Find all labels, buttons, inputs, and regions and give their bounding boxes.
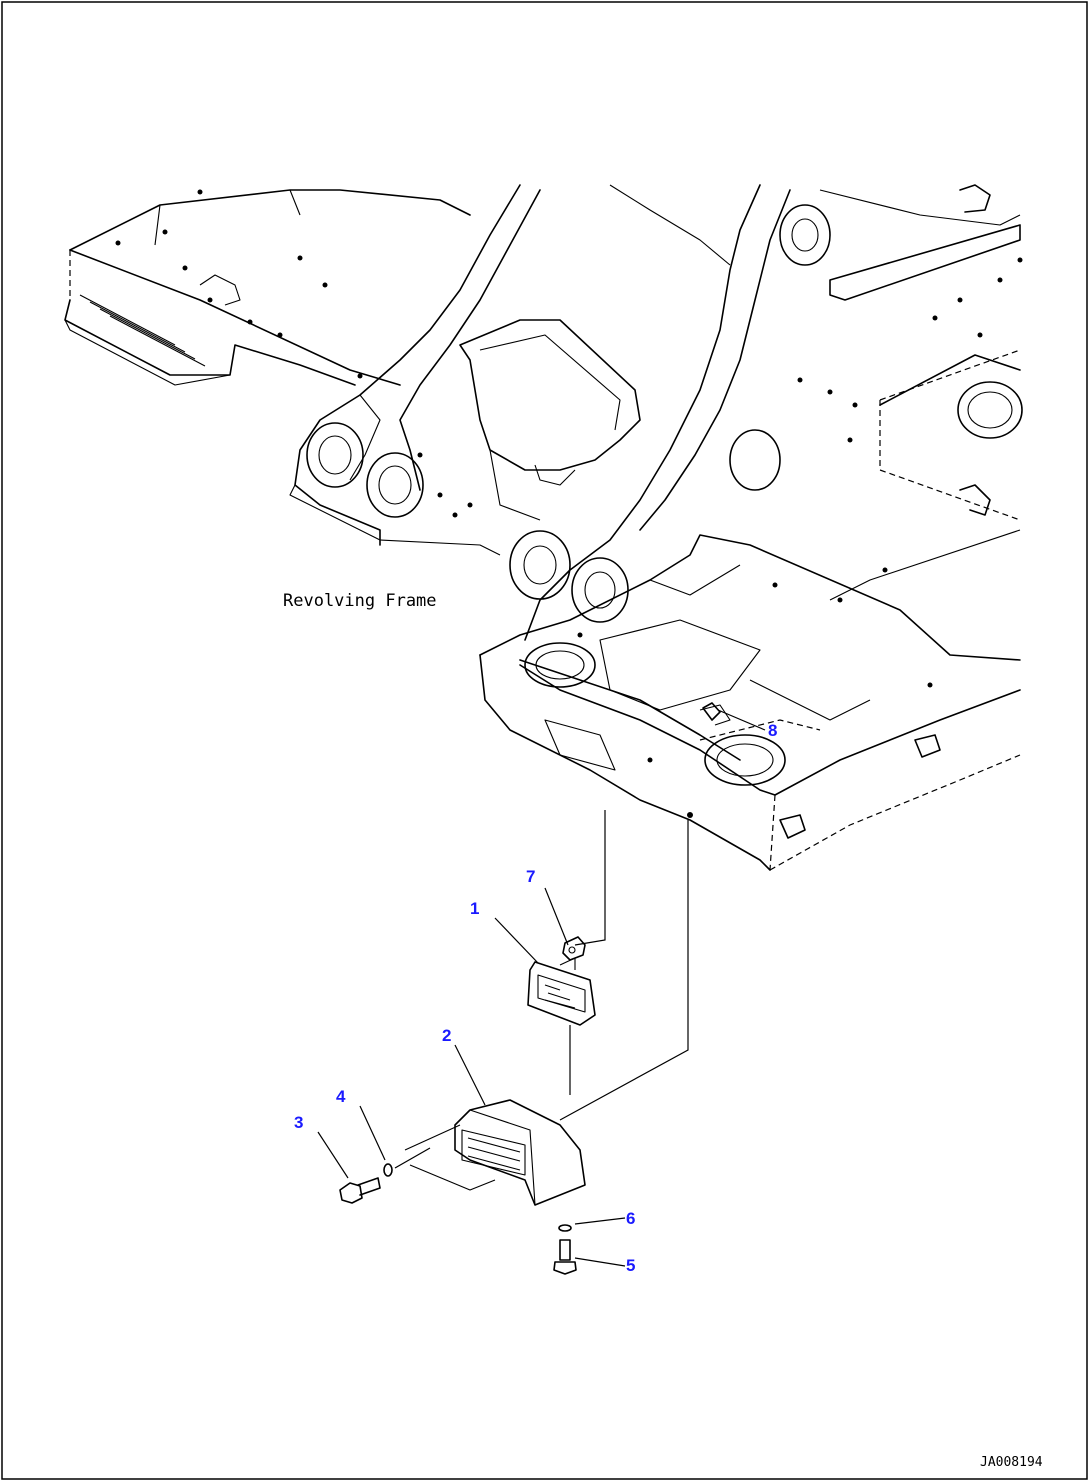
part-6-washer-drawing: [558, 1224, 572, 1232]
leader-6: [574, 1217, 626, 1225]
callout-3: 3: [294, 1113, 303, 1132]
part-4-washer-drawing: [383, 1163, 393, 1177]
leader-3: [317, 1131, 349, 1179]
leader-5: [574, 1257, 626, 1267]
part-5-bolt-drawing: [553, 1239, 577, 1275]
callout-2: 2: [442, 1026, 451, 1045]
callout-4: 4: [336, 1087, 346, 1106]
callout-7: 7: [526, 867, 535, 886]
part-1-work-lamp-drawing: [527, 957, 596, 1026]
part-8-clip-drawing: [702, 702, 721, 721]
drawing-code: JA008194: [980, 1455, 1043, 1470]
leader-4: [359, 1105, 386, 1161]
leader-2: [454, 1044, 486, 1106]
assembly-label: Revolving Frame: [283, 591, 437, 611]
callout-5: 5: [626, 1256, 635, 1275]
part-3-bolt-drawing: [339, 1177, 381, 1204]
revolving-frame-drawing: [64, 184, 1023, 871]
callout-6: 6: [626, 1209, 635, 1228]
leader-8: [717, 709, 766, 731]
exploded-parts: [317, 702, 766, 1275]
leader-1: [494, 917, 539, 964]
part-2-lamp-guard-drawing: [404, 1099, 586, 1206]
callout-8: 8: [768, 721, 777, 740]
callout-1: 1: [470, 899, 479, 918]
part-7-connector-drawing: [562, 936, 586, 961]
leader-7: [544, 887, 569, 946]
